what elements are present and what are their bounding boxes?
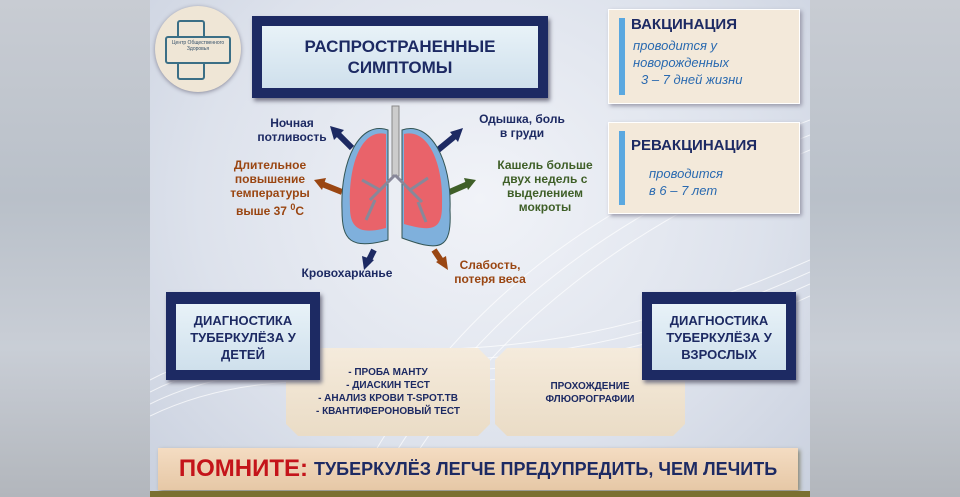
lungs-illustration bbox=[314, 105, 476, 270]
title-line-2: СИМПТОМЫ bbox=[347, 58, 453, 77]
revaccination-card: РЕВАКЦИНАЦИЯ проводится в 6 – 7 лет bbox=[608, 122, 800, 214]
symptom-hemoptysis: Кровохарканье bbox=[301, 266, 393, 280]
children-tests-card: - ПРОБА МАНТУ- ДИАСКИН ТЕСТ - АНАЛИЗ КРО… bbox=[286, 348, 490, 436]
infographic-slide: Центр Общественного Здоровья РАСПРОСТРАН… bbox=[150, 0, 810, 497]
remember-text: ТУБЕРКУЛЁЗ ЛЕГЧЕ ПРЕДУПРЕДИТЬ, ЧЕМ ЛЕЧИТ… bbox=[313, 458, 778, 479]
title-line-1: РАСПРОСТРАНЕННЫЕ bbox=[304, 37, 496, 56]
symptoms-title-box: РАСПРОСТРАНЕННЫЕ СИМПТОМЫ bbox=[252, 16, 548, 98]
remember-label: ПОМНИТЕ: bbox=[178, 455, 308, 482]
remember-banner: ПОМНИТЕ: ТУБЕРКУЛЁЗ ЛЕГЧЕ ПРЕДУПРЕДИТЬ, … bbox=[158, 448, 798, 490]
symptom-weakness: Слабость,потеря веса bbox=[454, 258, 526, 286]
logo: Центр Общественного Здоровья bbox=[155, 6, 241, 92]
vaccination-card: ВАКЦИНАЦИЯ проводится у новорожденных 3 … bbox=[608, 9, 800, 104]
